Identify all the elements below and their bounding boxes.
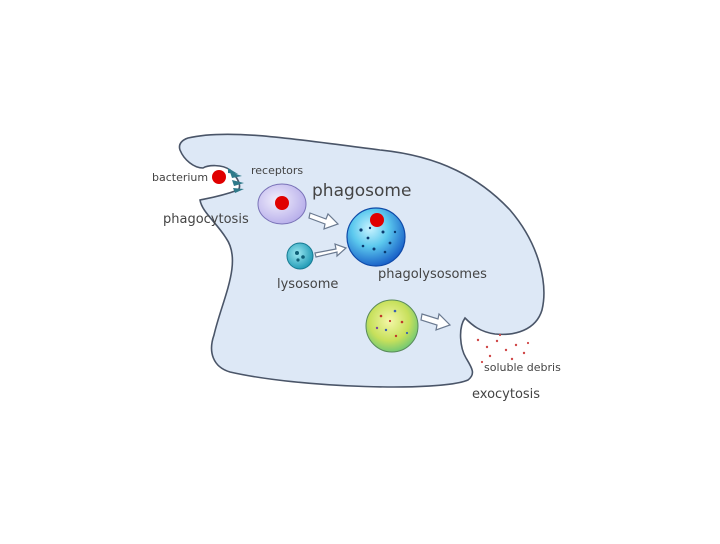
residual-body-debris-icon: [375, 309, 409, 338]
lysosome-label: lysosome: [277, 277, 339, 292]
arrow-phagosome-to-phagolysosome-icon: [308, 212, 340, 230]
bacterium-label: bacterium: [152, 171, 209, 184]
soluble-debris-label: soluble debris: [484, 361, 561, 374]
phagolysosomes-label: phagolysosomes: [378, 267, 487, 282]
receptors-icon: [228, 168, 244, 193]
arrow-lysosome-to-phagolysosome-icon: [314, 243, 348, 258]
residual-body-icon: [365, 299, 419, 353]
lysosome-icon: [286, 242, 314, 270]
phagolysosome-enzyme-icon: [359, 226, 397, 254]
arrow-residual-to-exocytosis-icon: [420, 312, 452, 331]
soluble-debris-icon: [476, 333, 530, 364]
phagosome-bacterium-icon: [275, 196, 289, 210]
exocytosis-label: exocytosis: [472, 387, 541, 402]
lysosome-enzyme-icon: [295, 251, 305, 262]
receptors-label: receptors: [251, 164, 304, 177]
bacterium-icon: [212, 170, 226, 184]
phagocytosis-label: phagocytosis: [163, 212, 249, 227]
phagosome-label: phagosome: [312, 181, 412, 201]
phagolysosome-bacterium-icon: [370, 213, 384, 227]
phagolysosome-icon: [346, 207, 406, 267]
